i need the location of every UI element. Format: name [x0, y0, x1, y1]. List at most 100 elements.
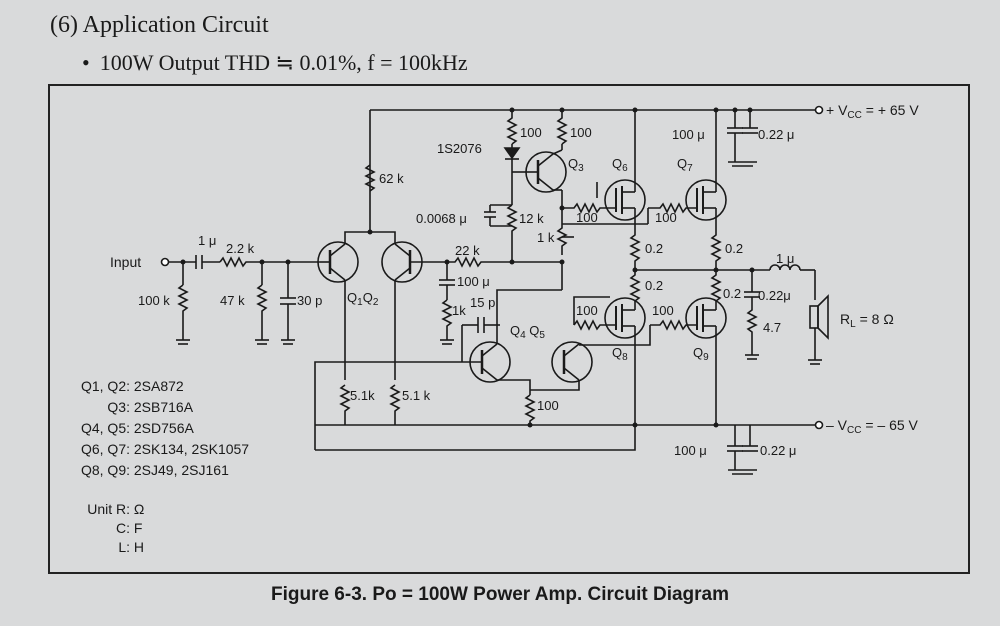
- bias-pot-1k: [553, 189, 574, 255]
- resistor-62k: [364, 164, 376, 192]
- label-vcc-positive: + VCC = + 65 V: [826, 102, 919, 121]
- label-c-bot-100u: 100 μ: [674, 443, 707, 458]
- label-r-5-1k-b: 5.1 k: [402, 388, 431, 403]
- source-resistor-02-c: [629, 270, 641, 310]
- label-c-out: 0.22μ: [758, 288, 791, 303]
- label-vcc-negative: – VCC = – 65 V: [826, 417, 919, 436]
- legend-row: Q1, Q2: 2SA872: [80, 378, 184, 394]
- units-row: Unit R: Ω: [87, 501, 145, 517]
- resistor-5-1k-b: [389, 384, 401, 425]
- label-c-30p: 30 p: [297, 293, 322, 308]
- legend-row: Q6, Q7: 2SK134, 2SK1057: [80, 441, 250, 457]
- decoupling-bottom: [727, 425, 758, 475]
- label-r-02-c: 0.2: [645, 278, 663, 293]
- label-q1-q2: Q1Q2: [347, 290, 379, 308]
- transistor-q1: [317, 241, 359, 283]
- resistor-47k: [255, 262, 269, 345]
- label-q9: Q9: [693, 345, 709, 363]
- feedback-capacitor-100u: [439, 262, 455, 345]
- input-capacitor: [195, 255, 220, 269]
- input-resistor: [219, 256, 320, 268]
- label-load: RL = 8 Ω: [840, 311, 894, 330]
- label-r-02-d: 0.2: [723, 286, 741, 301]
- label-r-100-bottom: 100: [537, 398, 559, 413]
- gate-resistor-q6: [562, 182, 616, 214]
- label-l-out: 1 μ: [776, 251, 794, 266]
- label-r-1k-pot: 1 k: [537, 230, 555, 245]
- mosfet-q7: [685, 110, 727, 221]
- label-q4-q5: Q4 Q5: [510, 323, 545, 341]
- label-c-bot-022u: 0.22 μ: [760, 443, 796, 458]
- label-r-5-1k-a: 5.1k: [350, 388, 375, 403]
- resistor-12k: [506, 204, 518, 262]
- section-title: (6) Application Circuit: [50, 12, 269, 38]
- label-r-100-g8: 100: [576, 303, 598, 318]
- label-c-15p: 15 p: [470, 295, 495, 310]
- transistor-legend: Q1, Q2: 2SA872 Q3: 2SB716A Q4, Q5: 2SD75…: [62, 376, 249, 481]
- spec-bullet: •100W Output THD ≒ 0.01%, f = 100kHz: [82, 50, 468, 76]
- mosfet-q6: [604, 110, 646, 221]
- label-r-100-b: 100: [570, 125, 592, 140]
- transistor-q3: [525, 144, 567, 193]
- zobel-network: [744, 270, 760, 360]
- label-r-100k: 100 k: [138, 293, 170, 308]
- transistor-q5: [551, 341, 593, 383]
- source-resistor-02-d: [710, 270, 722, 310]
- transistor-q4: [462, 341, 511, 383]
- label-q6: Q6: [612, 156, 628, 174]
- label-r-12k: 12 k: [519, 211, 544, 226]
- source-resistor-02-b: [710, 208, 722, 270]
- units-row: C: F: [116, 520, 143, 536]
- label-diode: 1S2076: [437, 141, 482, 156]
- units-row: L: H: [118, 539, 145, 555]
- resistor-5-1k-a: [339, 384, 351, 425]
- label-q8: Q8: [612, 345, 628, 363]
- label-r-02-a: 0.2: [645, 241, 663, 256]
- capacitor-30p: [280, 262, 296, 345]
- source-resistor-02-a: [629, 208, 641, 270]
- label-r-1k-fb: 1k: [452, 303, 466, 318]
- transistor-q2: [381, 241, 435, 283]
- label-r-100-a: 100: [520, 125, 542, 140]
- capacitor-15p: [462, 317, 500, 333]
- gate-resistor-q8: [573, 296, 616, 331]
- legend-row: Q4, Q5: 2SD756A: [80, 420, 194, 436]
- label-c-0068: 0.0068 μ: [416, 211, 467, 226]
- label-r-02-b: 0.2: [725, 241, 743, 256]
- mosfet-q9: [685, 297, 727, 425]
- label-input: Input: [110, 254, 141, 270]
- bullet-dot-icon: •: [82, 50, 90, 75]
- legend-row: Q3: 2SB716A: [107, 399, 194, 415]
- label-c-top-022u: 0.22 μ: [758, 127, 794, 142]
- capacitor-0068u: [484, 204, 512, 227]
- diode-1s2076: [503, 144, 528, 173]
- resistor-100-b: [556, 110, 568, 145]
- label-c-100u-fb: 100 μ: [457, 274, 490, 289]
- speaker-icon: [808, 294, 829, 365]
- mosfet-q8: [604, 297, 646, 425]
- output-inductor: [769, 264, 816, 300]
- feedback-resistor-22k: [435, 256, 515, 268]
- gate-resistor-q9: [579, 319, 697, 346]
- label-r-62k: 62 k: [379, 171, 404, 186]
- resistor-100-bottom: [524, 394, 536, 425]
- negative-rail: [315, 420, 824, 430]
- label-r-47k: 47 k: [220, 293, 245, 308]
- figure-caption: Figure 6-3. Po = 100W Power Amp. Circuit…: [270, 584, 730, 605]
- units-legend: Unit R: Ω C: F L: H: [62, 500, 144, 557]
- label-r-out: 4.7: [763, 320, 781, 335]
- label-r-100-g6: 100: [576, 210, 598, 225]
- label-r-22k: 22 k: [455, 243, 480, 258]
- resistor-100-a: [506, 110, 518, 145]
- input-terminal: [160, 257, 196, 267]
- legend-row: Q8, Q9: 2SJ49, 2SJ161: [80, 462, 229, 478]
- label-r-in: 2.2 k: [226, 241, 255, 256]
- decoupling-top: [727, 110, 758, 167]
- label-c-in: 1 μ: [198, 233, 216, 248]
- diagram-frame: [48, 84, 970, 574]
- label-r-100-g7: 100: [655, 210, 677, 225]
- label-c-top-100u: 100 μ: [672, 127, 705, 142]
- positive-rail: [369, 105, 824, 226]
- junction-dots: [180, 107, 755, 428]
